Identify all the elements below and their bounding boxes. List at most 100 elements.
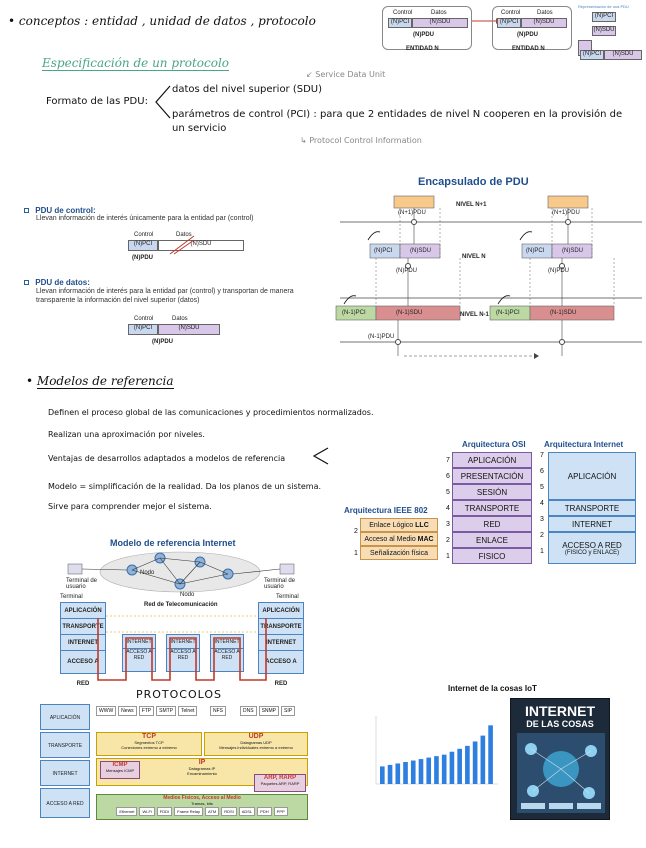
terminal-left-label: Terminal de usuario [66, 578, 98, 590]
app-tag: SMTP [156, 706, 177, 716]
inet-num: 4 [540, 500, 544, 507]
app-tag: Telnet [178, 706, 198, 716]
right-transporte: TRANSPORTE [259, 619, 303, 635]
icmp-sub: Mensajes ICMP [105, 768, 135, 773]
osi-layer-presentacion: PRESENTACIÓN [452, 468, 532, 484]
osi-layer-sesion: SESIÓN [452, 484, 532, 500]
inet-layer-acceso: ACCESO A RED (FISICO y ENLACE) [548, 532, 636, 564]
spec-title: Especificación de un protocolo [42, 56, 230, 71]
nivel-n-label: NIVEL N [462, 254, 486, 260]
node1-internet: INTERNET [123, 635, 155, 649]
chart-bar [457, 748, 462, 784]
tcp-sub2: Conexiones extremo a extremo [121, 745, 177, 750]
right-aplicacion: APLICACIÓN [259, 603, 303, 619]
cross-out-icon [169, 235, 195, 255]
modelos-line3: Ventajas de desarrollos adaptados a mode… [48, 454, 286, 463]
icmp-box: ICMP Mensajes ICMP [100, 761, 140, 779]
chart-bar [472, 741, 478, 784]
proto-layer-transporte: TRANSPORTE [40, 732, 90, 758]
encap-nm1pdu-left: (N-1)PDU [368, 334, 395, 340]
pci-box: (N)PCI [128, 324, 158, 335]
node2-internet: INTERNET [167, 635, 199, 649]
sdu-note: ↙ Service Data Unit [306, 70, 385, 79]
entity-diagram-left: Control Datos (N)PCI (N)SDU (N)PDU [382, 6, 472, 50]
inet-arch-stack: 7 6 5 APLICACIÓN 4 TRANSPORTE 3 INTERNET… [540, 452, 636, 564]
modelos-line2: Realizan una aproximación por niveles. [48, 430, 205, 439]
sdu-box: (N)SDU [158, 324, 220, 335]
poster-title-1: INTERNET [525, 703, 595, 719]
datos-pdu-diagram: Control Datos (N)PCI (N)SDU (N)PDU [128, 316, 228, 356]
ieee-mac-abbr: MAC [417, 535, 434, 543]
node2-acceso: ACCESO A RED [170, 649, 196, 661]
bullet-dot: • [8, 14, 16, 28]
ieee-llc-prefix: Enlace Lógico [369, 521, 414, 529]
inet-arch-title: Arquitectura Internet [544, 440, 624, 449]
internet-layer-diagram: Terminal Terminal Red de Telecomunicació… [60, 594, 304, 687]
rep-pci-bottom: (N)PCI [580, 50, 604, 60]
inet-num: 2 [540, 532, 544, 539]
right-acceso: ACCESO A RED [265, 659, 297, 687]
node1-acceso: ACCESO A RED [126, 649, 152, 661]
app-tag: NFS [210, 706, 226, 716]
udp-label: UDP [248, 733, 264, 740]
red-tel-label: Red de Telecomunicación [144, 602, 218, 608]
rep-pci-box: (N)PCI [592, 12, 616, 22]
ieee-llc-abbr: LLC [415, 521, 429, 529]
encap-nsdu-right: (N)SDU [562, 248, 583, 254]
pci-note-text: Protocol Control Information [309, 136, 422, 145]
app-tag: DNS [240, 706, 257, 716]
chart-bar [403, 762, 408, 784]
inet-num: 7 [540, 452, 544, 459]
poster-illustration [517, 733, 605, 813]
datos-label: Datos [537, 10, 553, 16]
encap-nsdu-left: (N)SDU [410, 248, 431, 254]
app-tag: SIP [281, 706, 296, 716]
encap-n1pdu-right: (N+1)PDU [552, 210, 580, 216]
control-label: Control [393, 10, 413, 16]
pdu-datos-title: PDU de datos: [35, 278, 90, 287]
link-tag: ATM [205, 807, 220, 816]
inet-num: 5 [540, 484, 544, 491]
nodo-label: Nodo [180, 592, 195, 598]
ieee-phy: Señalización física [360, 546, 438, 560]
ieee-title: Arquitectura IEEE 802 [344, 506, 428, 515]
modelos-line1: Definen el proceso global de las comunic… [48, 408, 374, 417]
proto-layer-aplicacion: APLICACIÓN [40, 704, 90, 730]
formato-text: Formato de las PDU [46, 96, 145, 107]
chart-bar [449, 751, 455, 784]
nodo-label: Nodo [140, 570, 155, 576]
osi-layer-fisico: FISICO [452, 548, 532, 564]
link-tag: PDH [257, 807, 272, 816]
brace-icon [155, 85, 171, 119]
terminal-short-left: Terminal [60, 594, 83, 600]
modelos-title: Modelos de referencia [36, 374, 174, 389]
osi-layer-red: RED [452, 516, 532, 532]
pci-box: (N)PCI [128, 240, 158, 251]
pdu-datos-block: PDU de datos: Llevan información de inte… [24, 278, 334, 305]
app-tag: FTP [138, 706, 155, 716]
link-tag: Ethernet [116, 807, 138, 816]
pdu-label: (N)PDU [152, 339, 173, 345]
control-pdu-diagram: Control Datos (N)PCI (N)SDU (N)PDU [128, 232, 248, 272]
chart-bar [395, 763, 401, 784]
data-path-line [97, 615, 267, 681]
chart-bar [465, 745, 470, 784]
arp-label: ARP, RARP [263, 775, 297, 781]
chevron-left-icon [312, 447, 329, 465]
encap-nm1pci-right: (N-1)PCI [496, 310, 520, 316]
iot-poster: INTERNET DE LAS COSAS [510, 698, 610, 820]
arrow-icon: ↙ [306, 70, 316, 79]
encap-nm1sdu-right: (N-1)SDU [550, 310, 577, 316]
link-tag: Wi-Fi [139, 807, 155, 816]
icmp-label: ICMP [112, 762, 128, 768]
udp-sub1: Datagramas UDP [240, 740, 272, 745]
bullet-square-icon [24, 208, 29, 213]
formato-label: Formato de las PDU: [46, 96, 148, 107]
spec-line2: parámetros de control (PCI) : para que 2… [172, 109, 623, 134]
proto-layer-internet: INTERNET [40, 760, 90, 786]
node3-acceso: ACCESO A RED [214, 649, 240, 661]
rep-sdu-bottom: (N)SDU [604, 50, 642, 60]
osi-num: 1 [446, 552, 450, 560]
sdu-note-text: Service Data Unit [315, 70, 386, 79]
